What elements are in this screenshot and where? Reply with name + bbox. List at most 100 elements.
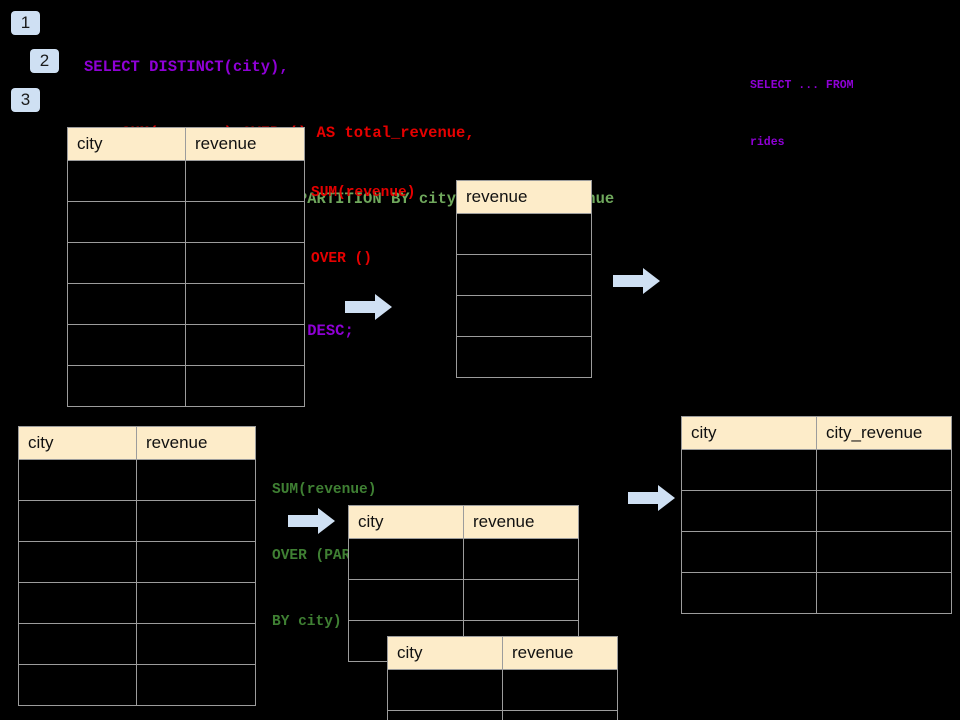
cell-revenue: [136, 541, 256, 583]
cell-revenue: [185, 242, 305, 284]
table-row: [18, 541, 256, 583]
cell-city: [18, 459, 137, 501]
cell-city: [681, 531, 817, 573]
cell-city: [387, 710, 503, 720]
annotation-total-revenue: SUM(revenue) OVER (): [311, 138, 415, 314]
table-header-row: revenue: [456, 180, 592, 214]
table-header-row: city revenue: [18, 426, 256, 460]
column-header-revenue: revenue: [502, 636, 618, 670]
cell-revenue: [136, 500, 256, 542]
table-row: [67, 324, 305, 366]
cell-revenue: [502, 669, 618, 711]
table-row: [456, 336, 592, 378]
table-row: [681, 531, 952, 573]
step-badge-2: 2: [30, 49, 59, 73]
cell-city: [18, 500, 137, 542]
table-row: [18, 582, 256, 624]
rides-source-table-top: city revenue: [67, 127, 305, 407]
side-note-line-2: rides: [750, 136, 785, 149]
arrow-right-icon: [613, 268, 660, 294]
table-header-row: city revenue: [348, 505, 579, 539]
table-row: [18, 500, 256, 542]
column-header-city: city: [18, 426, 137, 460]
cell-city: [681, 449, 817, 491]
table-row: [456, 295, 592, 337]
arrow-top-right: [613, 267, 661, 295]
cell-revenue: [185, 160, 305, 202]
table-row: [681, 490, 952, 532]
cell-revenue: [456, 213, 592, 255]
table-row: [456, 254, 592, 296]
table-body: [67, 160, 305, 407]
cell-city: [681, 572, 817, 614]
table-body: [681, 449, 952, 614]
step-badge-1-label: 1: [20, 13, 31, 32]
arrow-right-icon: [628, 485, 675, 511]
cell-revenue: [463, 579, 579, 621]
result-table: city city_revenue: [681, 416, 952, 614]
annotation-total-line-1: SUM(revenue): [311, 185, 416, 201]
cell-revenue: [136, 459, 256, 501]
table-row: [348, 579, 579, 621]
table-row: [18, 664, 256, 706]
cell-revenue: [456, 254, 592, 296]
cell-city: [67, 242, 186, 284]
annotation-partition-line-3: BY city): [272, 614, 342, 630]
table-row: [456, 213, 592, 255]
cell-city: [18, 582, 137, 624]
column-header-city: city: [387, 636, 503, 670]
cell-revenue: [136, 623, 256, 665]
table-row: [67, 283, 305, 325]
cell-city: [67, 283, 186, 325]
cell-revenue: [185, 201, 305, 243]
cell-revenue: [463, 538, 579, 580]
cell-revenue: [185, 283, 305, 325]
cell-city-revenue: [816, 490, 952, 532]
table-header-row: city revenue: [387, 636, 618, 670]
column-header-city: city: [681, 416, 817, 450]
side-note: SELECT ... FROM rides: [750, 38, 854, 190]
partition-table-front: city revenue: [387, 636, 618, 720]
cell-city: [18, 664, 137, 706]
cell-revenue: [456, 336, 592, 378]
table-row: [348, 538, 579, 580]
annotation-partition-line-1: SUM(revenue): [272, 482, 377, 498]
column-header-revenue: revenue: [136, 426, 256, 460]
column-header-revenue: revenue: [185, 127, 305, 161]
arrow-bottom-right: [628, 484, 676, 512]
cell-city: [18, 541, 137, 583]
step-badge-2-label: 2: [39, 51, 50, 70]
step-badge-1: 1: [11, 11, 40, 35]
step-badge-3: 3: [11, 88, 40, 112]
table-header-row: city city_revenue: [681, 416, 952, 450]
table-row: [387, 710, 618, 720]
sql-line-select: SELECT DISTINCT(city),: [84, 58, 289, 76]
table-row: [67, 201, 305, 243]
total-revenue-table: revenue: [456, 180, 592, 378]
table-body: [387, 669, 618, 720]
table-row: [18, 623, 256, 665]
arrow-top-left: [345, 293, 393, 321]
table-body: [456, 213, 592, 378]
cell-revenue: [456, 295, 592, 337]
cell-revenue: [136, 664, 256, 706]
table-body: [18, 459, 256, 706]
rides-source-table-bottom: city revenue: [18, 426, 256, 706]
cell-city: [681, 490, 817, 532]
arrow-right-icon: [345, 294, 392, 320]
cell-city: [67, 324, 186, 366]
arrow-bottom-left: [288, 507, 336, 535]
column-header-city-revenue: city_revenue: [816, 416, 952, 450]
table-row: [681, 449, 952, 491]
cell-revenue: [502, 710, 618, 720]
column-header-city: city: [348, 505, 464, 539]
cell-city-revenue: [816, 449, 952, 491]
table-row: [18, 459, 256, 501]
arrow-right-icon: [288, 508, 335, 534]
cell-city-revenue: [816, 572, 952, 614]
cell-city-revenue: [816, 531, 952, 573]
column-header-revenue: revenue: [456, 180, 592, 214]
cell-revenue: [136, 582, 256, 624]
cell-city: [67, 365, 186, 407]
